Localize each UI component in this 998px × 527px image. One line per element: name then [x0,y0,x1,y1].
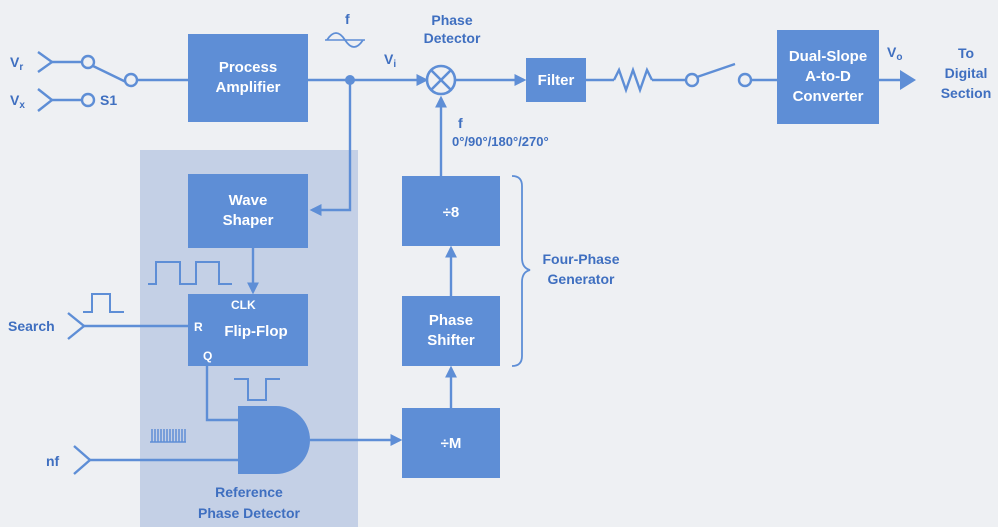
adc-line1: Dual-Slope [789,48,867,65]
switch2-contact-left [684,72,700,88]
nf-label: nf [46,453,60,469]
phase-detector-line2: Detector [424,30,481,46]
divm-block [402,408,500,478]
adc-line3: Converter [793,88,864,105]
phases-label: 0°/90°/180°/270° [452,134,549,149]
process-amplifier-block [188,34,308,122]
phase-detector-line1: Phase [431,12,472,28]
mixer-cross-b [430,69,452,91]
four-phase-brace [511,175,531,367]
s1-pivot [123,72,139,88]
sine-wave-icon [326,32,364,48]
four-phase-line1: Four-Phase [542,251,619,267]
flip-flop-clk-label: CLK [231,298,256,312]
process-amplifier-line1: Process [219,59,277,76]
nf-input-chevron [73,445,92,475]
square-wave-icon [148,261,232,285]
wave-shaper-line2: Shaper [223,212,274,229]
pulse-train-icon [150,429,186,443]
and-gate [238,406,310,474]
junction-to-wave-shaper-wire [309,80,352,216]
wave-shaper-block [188,174,308,248]
s1-blade [92,64,127,84]
four-phase-line2: Generator [548,271,615,287]
f-mid-label: f [458,115,463,131]
resistor-symbol [612,66,654,94]
adc-line2: A-to-D [805,68,851,85]
filter-label: Filter [538,72,575,89]
switch2-blade [696,62,736,79]
phase-shifter-line1: Phase [429,312,473,329]
filter-block [526,58,586,102]
q-pulse-icon [234,378,280,401]
s1-label: S1 [100,92,117,108]
vr-input-chevron [37,51,55,73]
to-digital-line3: Section [941,85,992,101]
process-amplifier-line2: Amplifier [215,79,280,96]
to-digital-line1: To [958,45,974,61]
div8-label: ÷8 [443,204,460,221]
divm-label: ÷M [441,435,462,452]
search-pulse-icon [83,293,124,313]
flipflop-q-to-and-wire [205,366,240,422]
f-top-label: f [345,11,350,27]
vi-label: Vi [384,51,396,70]
s1-contact-bottom [80,92,96,108]
to-digital-line2: Digital [945,65,988,81]
vr-label: Vr [10,54,23,73]
div8-block [402,176,500,246]
flip-flop-r-label: R [194,320,203,334]
search-input-chevron [67,312,86,340]
switch2-contact-right [737,72,753,88]
flip-flop-name: Flip-Flop [224,323,287,340]
phase-shifter-block [402,296,500,366]
flip-flop-block [188,294,308,366]
vo-label: Vo [887,44,902,63]
reference-phase-detector-line2: Phase Detector [198,505,300,521]
search-label: Search [8,318,55,334]
adc-block [777,30,879,124]
flip-flop-q-label: Q [203,349,212,363]
s1-contact-top [80,54,96,70]
wave-shaper-line1: Wave [229,192,268,209]
vx-input-chevron [37,88,54,112]
output-arrow [900,70,916,90]
vx-label: Vx [10,92,25,111]
phase-shifter-line2: Shifter [427,332,475,349]
reference-phase-detector-line1: Reference [215,484,283,500]
